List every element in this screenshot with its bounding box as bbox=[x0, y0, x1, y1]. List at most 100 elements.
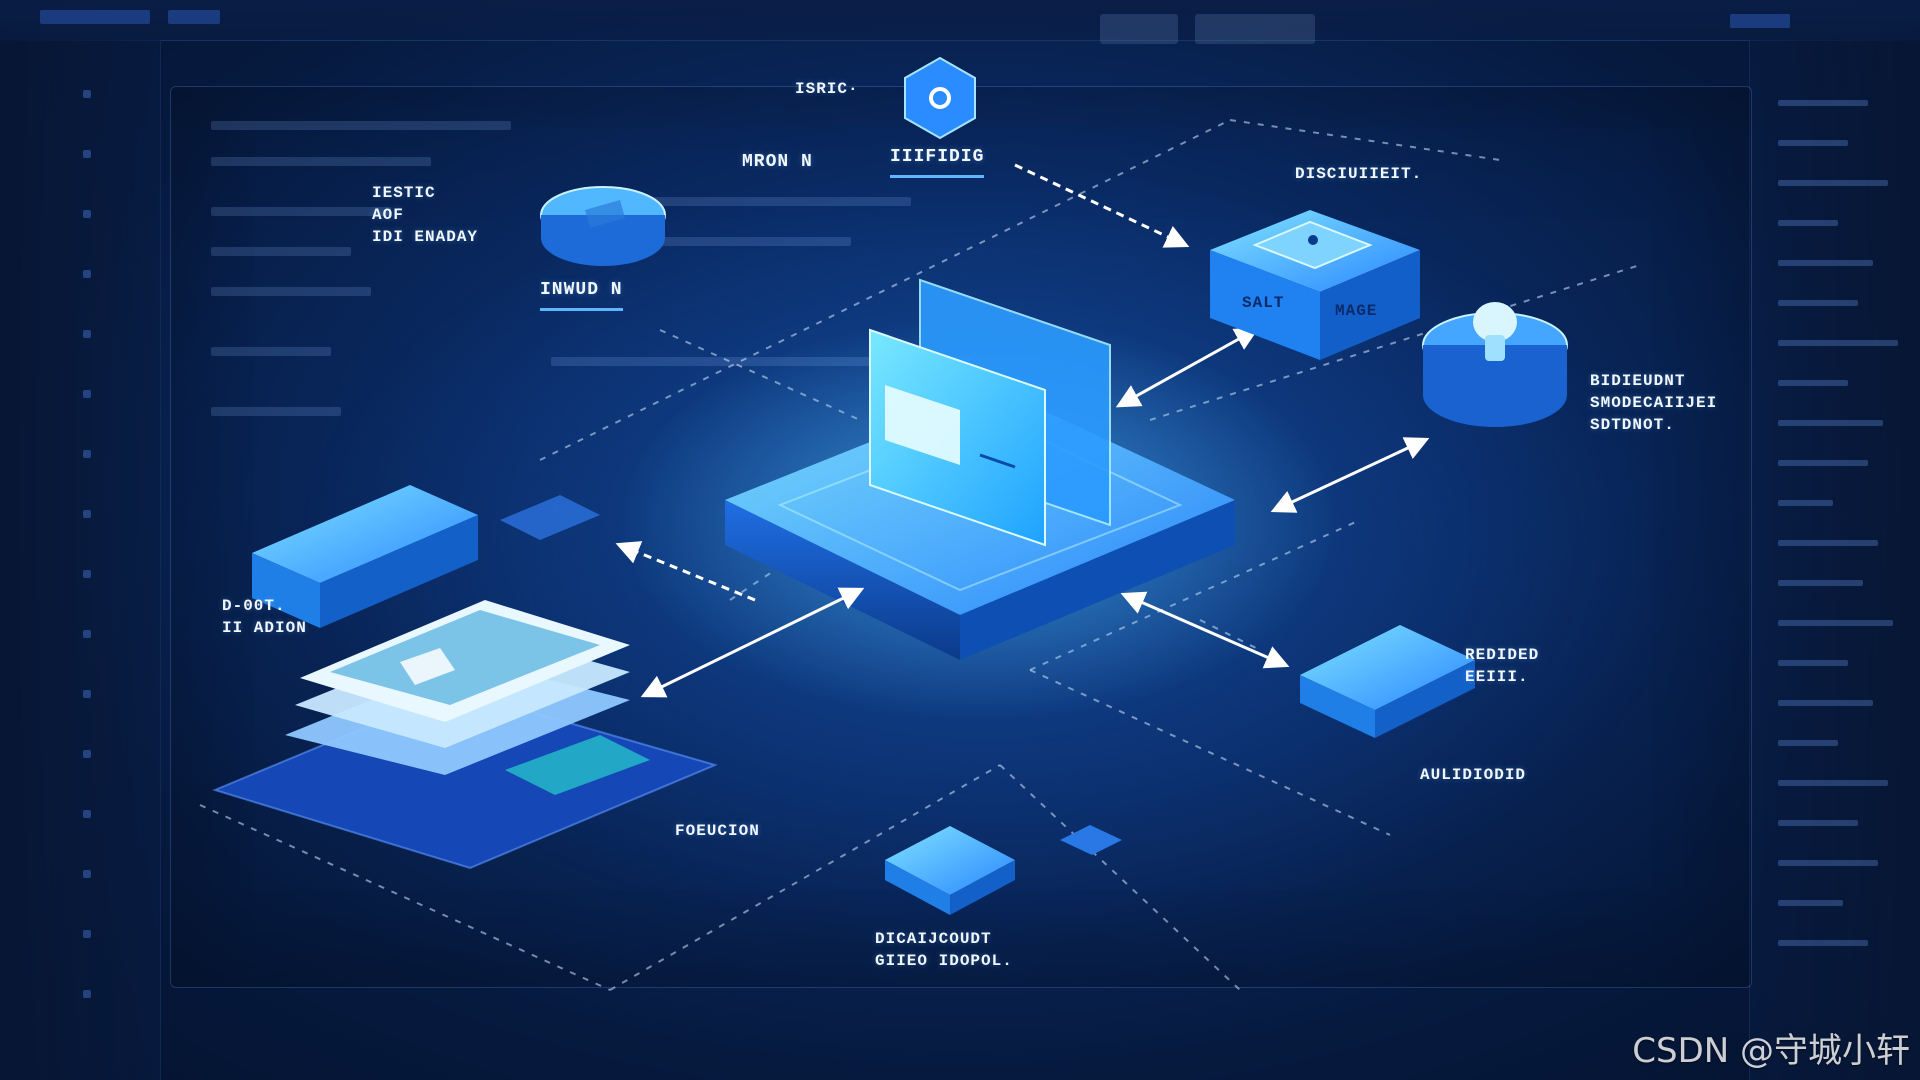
arrow-to-right-box bbox=[1120, 591, 1290, 669]
top-bar-pill bbox=[1730, 14, 1790, 28]
top-bar-pill bbox=[168, 10, 220, 24]
cube-top bbox=[885, 826, 1015, 895]
small-device bbox=[500, 495, 600, 540]
label-bottom-left: FOEUCION bbox=[675, 822, 760, 840]
right-rail-line bbox=[1778, 740, 1838, 746]
right-rail-line bbox=[1778, 300, 1858, 306]
robot-head-icon bbox=[1473, 302, 1517, 342]
layer-screen bbox=[330, 610, 600, 705]
dashed-line bbox=[539, 119, 1231, 461]
rail-dot bbox=[83, 450, 91, 458]
right-box-node[interactable] bbox=[1300, 625, 1475, 738]
screen-line bbox=[979, 453, 1016, 469]
central-screens[interactable] bbox=[869, 278, 1111, 547]
background-text-line bbox=[211, 157, 431, 166]
right-rail-line bbox=[1778, 340, 1898, 346]
left-device-node[interactable] bbox=[252, 485, 600, 628]
right-rail-line bbox=[1778, 660, 1848, 666]
right-rail-line bbox=[1778, 860, 1878, 866]
background-text-line bbox=[551, 197, 911, 206]
background-text-line bbox=[211, 287, 371, 296]
right-rail-line bbox=[1778, 180, 1888, 186]
cylinder-node[interactable] bbox=[1422, 302, 1568, 427]
platform-side-right bbox=[960, 500, 1235, 660]
label-left-panel: D-00T. II ADION bbox=[222, 597, 307, 637]
right-rail-line bbox=[1778, 460, 1868, 466]
small-cube bbox=[1060, 825, 1122, 855]
robot-body-icon bbox=[1485, 335, 1505, 361]
right-box-top bbox=[1300, 625, 1475, 710]
rail-dot bbox=[83, 510, 91, 518]
rail-dot bbox=[83, 570, 91, 578]
rail-dot bbox=[83, 210, 91, 218]
top-bar-button[interactable] bbox=[1100, 14, 1178, 44]
device-side-right bbox=[320, 515, 478, 628]
label-server-text: SALT bbox=[1242, 294, 1285, 312]
top-bar bbox=[0, 0, 1920, 44]
right-rail-line bbox=[1778, 620, 1893, 626]
right-rail bbox=[1749, 40, 1920, 1080]
right-rail-line bbox=[1778, 580, 1863, 586]
server-side-left bbox=[1210, 250, 1320, 360]
device-side-left bbox=[252, 553, 320, 628]
right-rail-line bbox=[1778, 500, 1833, 506]
hexagon-ring-icon bbox=[929, 87, 951, 109]
right-rail-line bbox=[1778, 420, 1883, 426]
label-right-box: REDIDED EEIII. bbox=[1465, 646, 1540, 686]
right-rail-line bbox=[1778, 380, 1848, 386]
rail-dot bbox=[83, 870, 91, 878]
disk-icon bbox=[585, 200, 625, 228]
cylinder-side bbox=[1423, 345, 1567, 427]
device-top bbox=[252, 485, 478, 583]
left-rail bbox=[0, 40, 161, 1080]
background-text-line bbox=[211, 407, 341, 416]
right-rail-line bbox=[1778, 220, 1838, 226]
background-text-line bbox=[211, 207, 391, 216]
server-node[interactable] bbox=[1210, 210, 1420, 360]
right-rail-line bbox=[1778, 820, 1858, 826]
background-text-line bbox=[211, 347, 331, 356]
disk-side bbox=[541, 215, 665, 266]
dashed-line bbox=[199, 804, 611, 991]
bottom-cube-node[interactable] bbox=[885, 825, 1122, 915]
label-top-small: ISRIC· bbox=[795, 80, 859, 98]
arrow-to-left-device bbox=[615, 541, 756, 602]
arrow-to-bottom-left bbox=[640, 587, 865, 698]
rail-dot bbox=[83, 810, 91, 818]
label-left-block: IESTIC AOF IDI ENADAY bbox=[372, 184, 479, 246]
right-box-side-left bbox=[1300, 675, 1375, 738]
background-text-line bbox=[211, 121, 511, 130]
watermark: CSDN @守城小轩 bbox=[1632, 1031, 1910, 1071]
label-right-bottom: AULIDIODID bbox=[1420, 766, 1527, 784]
dashed-line bbox=[1229, 119, 1501, 161]
rail-dot bbox=[83, 930, 91, 938]
rail-dot bbox=[83, 330, 91, 338]
rail-dot bbox=[83, 150, 91, 158]
top-bar-button[interactable] bbox=[1195, 14, 1315, 44]
cube-side-left bbox=[885, 860, 950, 915]
right-rail-line bbox=[1778, 900, 1843, 906]
label-top-right: DISCIUIIEIT. bbox=[1295, 165, 1423, 183]
top-bar-pill bbox=[40, 10, 150, 24]
background-text-line bbox=[211, 247, 351, 256]
right-rail-line bbox=[1778, 540, 1878, 546]
server-side-right bbox=[1320, 250, 1420, 360]
rail-dot bbox=[83, 690, 91, 698]
rail-dot bbox=[83, 750, 91, 758]
arrow-center-server bbox=[1115, 327, 1260, 408]
right-rail-line bbox=[1778, 100, 1868, 106]
platform-side-left bbox=[725, 500, 960, 660]
rail-dot bbox=[83, 270, 91, 278]
background-text-line bbox=[551, 237, 851, 246]
right-rail-line bbox=[1778, 140, 1848, 146]
label-left-disk: INWUD N bbox=[540, 278, 623, 311]
right-rail-line bbox=[1778, 700, 1873, 706]
arrow-to-top-right bbox=[1014, 163, 1190, 248]
right-rail-line bbox=[1778, 260, 1873, 266]
hexagon-node[interactable] bbox=[904, 56, 976, 140]
right-rail-line bbox=[1778, 940, 1868, 946]
layer-icon bbox=[400, 648, 455, 685]
stacked-layers-node[interactable] bbox=[212, 600, 718, 870]
disk-node[interactable] bbox=[540, 186, 666, 266]
